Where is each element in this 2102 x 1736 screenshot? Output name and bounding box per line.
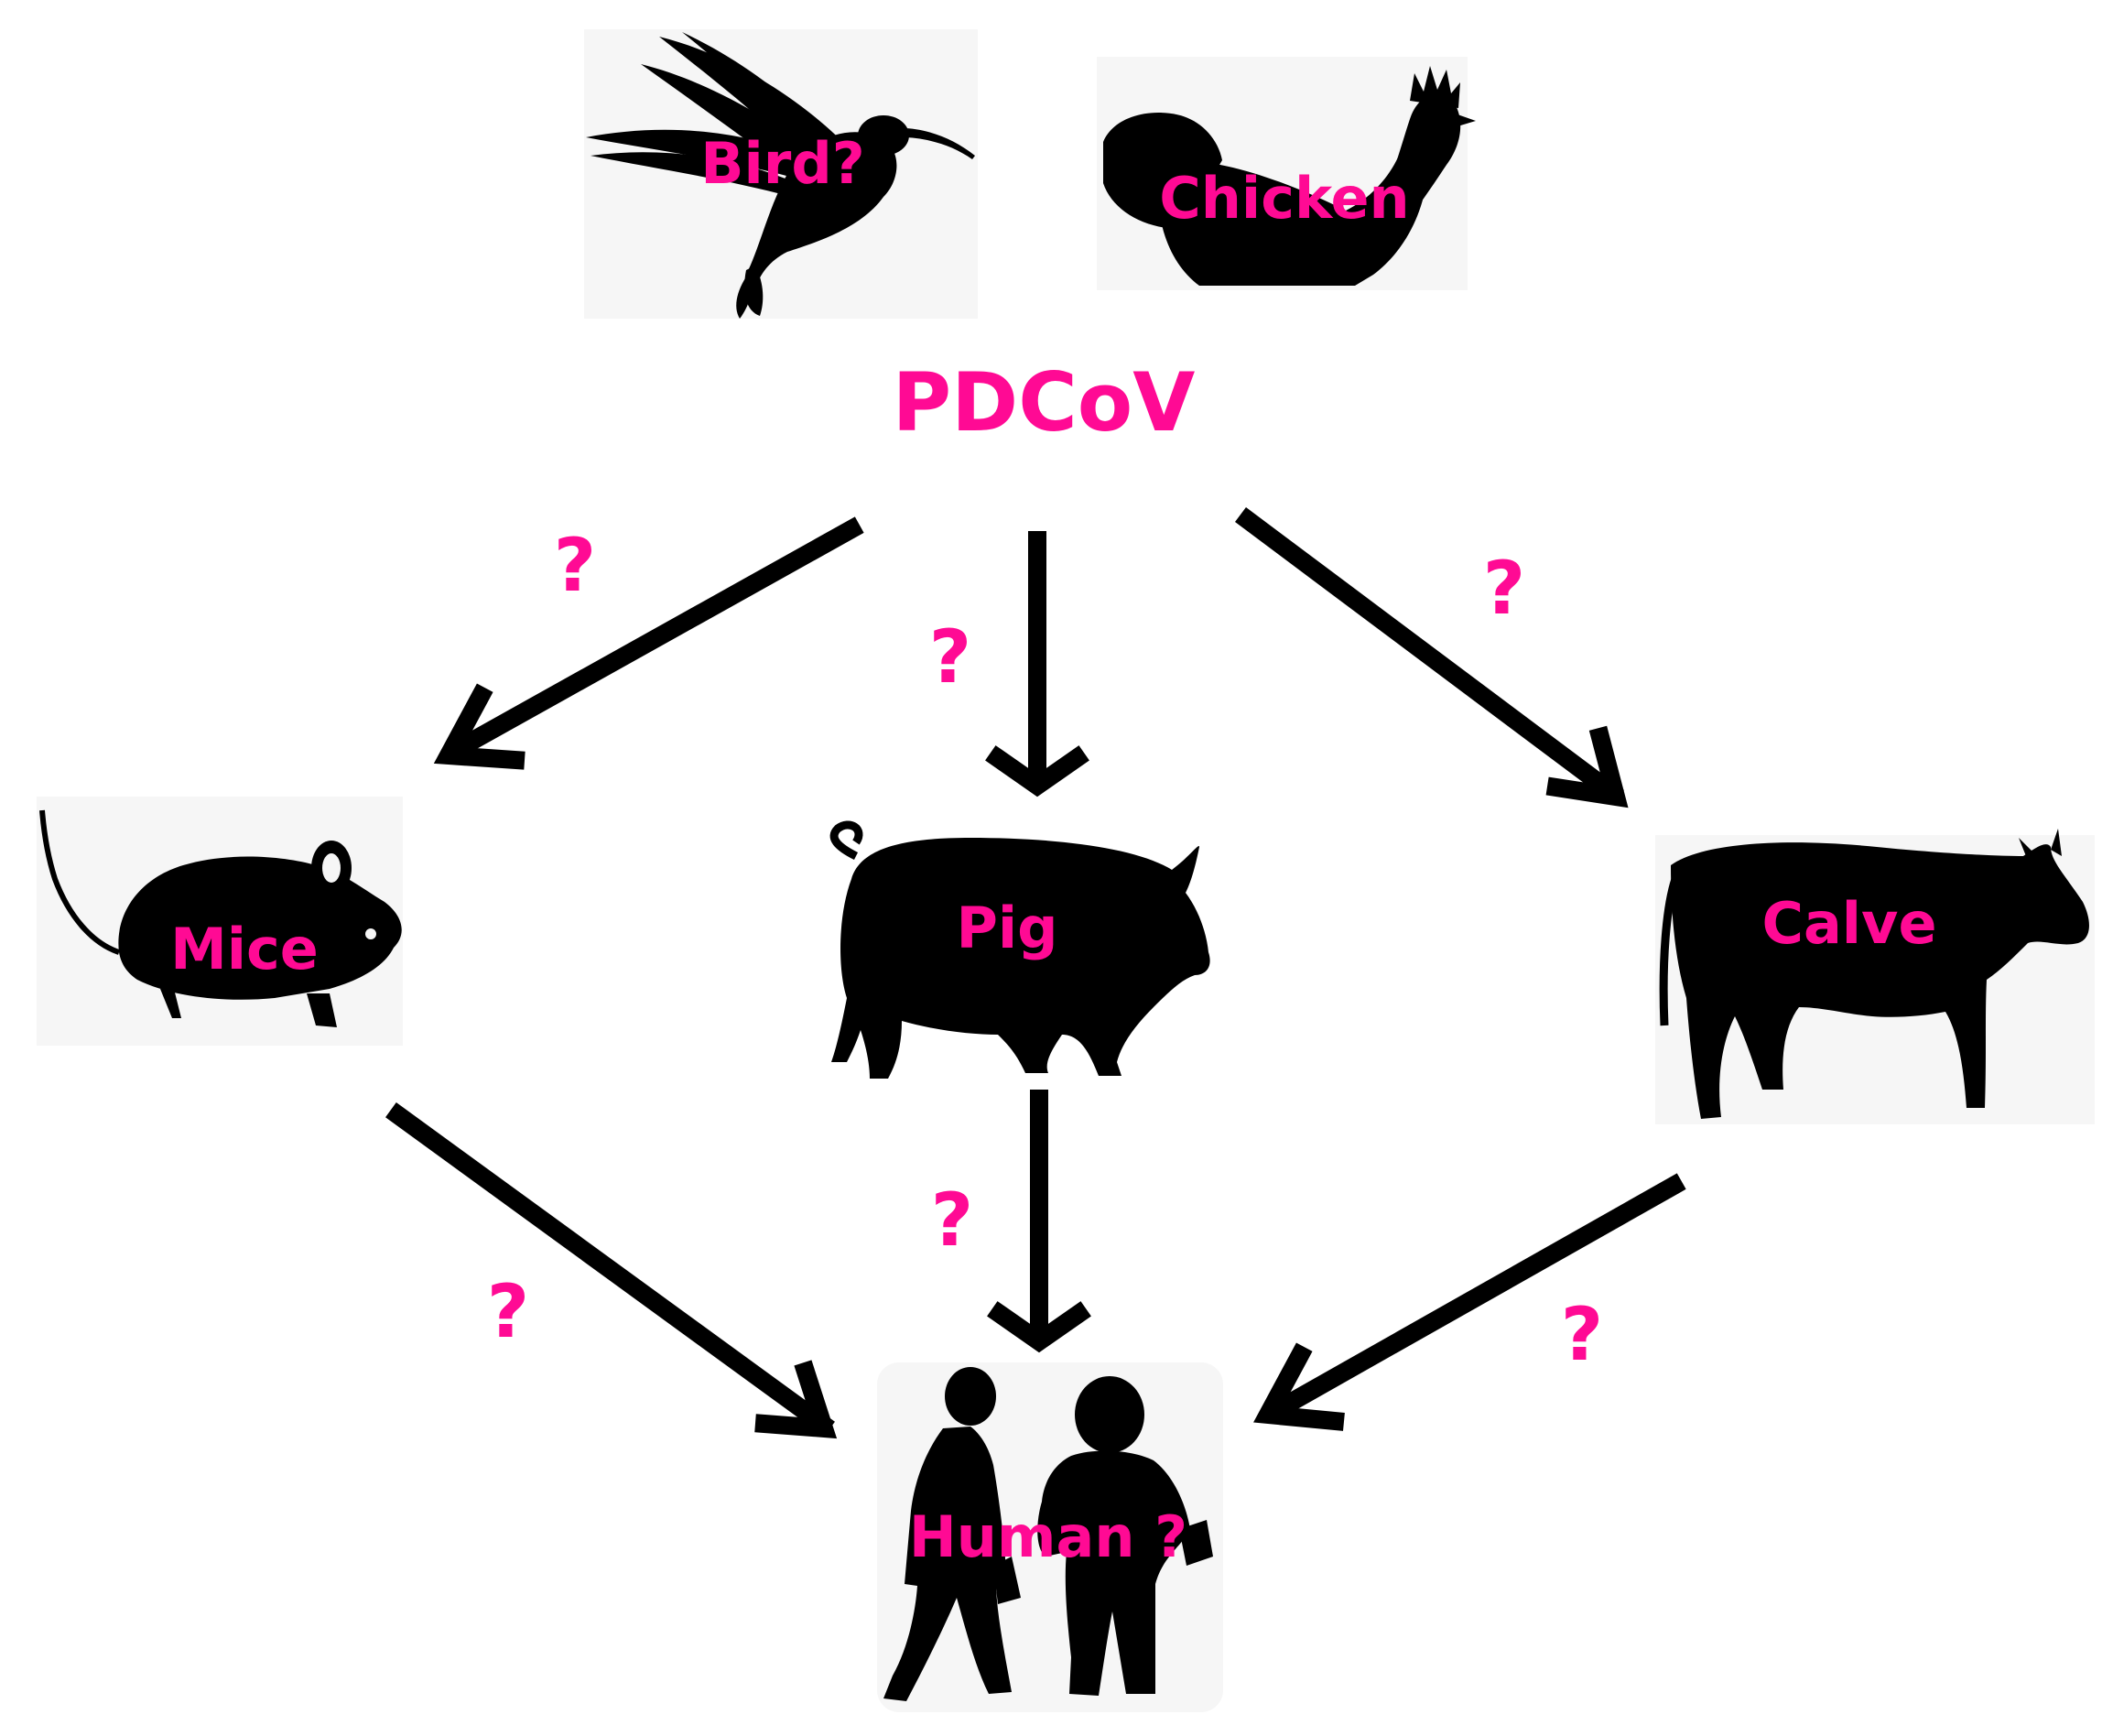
arrow-pdcov-to-calve: ? bbox=[1235, 507, 1629, 808]
cow-icon bbox=[1659, 829, 2089, 1119]
pig-label: Pig bbox=[956, 895, 1057, 961]
arrow-calve-human-question: ? bbox=[1561, 1292, 1603, 1377]
mice-node: Mice bbox=[37, 797, 403, 1046]
pig-icon bbox=[829, 820, 1210, 1079]
arrow-mice-human-question: ? bbox=[487, 1269, 529, 1354]
arrow-pdcov-calve-question: ? bbox=[1483, 546, 1525, 631]
calve-label: Calve bbox=[1761, 890, 1936, 957]
arrow-pig-human-question: ? bbox=[931, 1177, 973, 1263]
bird-label: Bird? bbox=[700, 130, 864, 197]
arrow-mice-to-human: ? bbox=[385, 1102, 838, 1439]
arrow-pdcov-pig-question: ? bbox=[929, 614, 971, 700]
chicken-node: Chicken bbox=[1097, 57, 1476, 290]
arrow-calve-to-human: ? bbox=[1253, 1173, 1686, 1431]
people-icon bbox=[883, 1367, 1213, 1701]
mouse-icon bbox=[39, 809, 402, 1027]
bird-node: Bird? bbox=[584, 29, 978, 319]
human-label: Human ? bbox=[909, 1503, 1187, 1570]
mice-label: Mice bbox=[170, 916, 319, 982]
arrow-pdcov-to-mice: ? bbox=[433, 516, 864, 770]
rooster-icon bbox=[1103, 66, 1476, 286]
human-node: Human ? bbox=[877, 1362, 1223, 1712]
hummingbird-icon bbox=[586, 32, 975, 319]
pdcov-label: PDCoV bbox=[893, 355, 1196, 450]
chicken-label: Chicken bbox=[1159, 165, 1409, 232]
pig-node: Pig bbox=[829, 820, 1210, 1079]
arrow-pdcov-to-pig: ? bbox=[929, 531, 1089, 797]
arrow-pdcov-mice-question: ? bbox=[554, 523, 596, 608]
calve-node: Calve bbox=[1655, 829, 2095, 1124]
arrow-pig-to-human: ? bbox=[931, 1090, 1091, 1353]
